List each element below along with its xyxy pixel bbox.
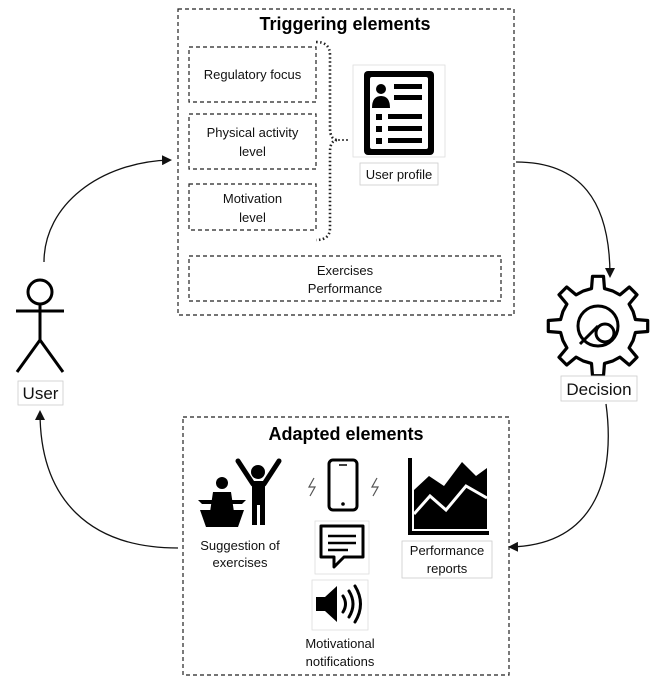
performance-label: Performance xyxy=(308,281,382,296)
smartphone-icon xyxy=(307,458,380,512)
motivational-label-line2: notifications xyxy=(306,654,375,669)
arrow-triggering-to-decision xyxy=(515,161,615,278)
user-profile-label: User profile xyxy=(366,167,432,182)
exercise-people-icon xyxy=(198,458,282,527)
grouping-bracket xyxy=(315,40,350,242)
arrow-user-to-triggering xyxy=(43,155,172,263)
physical-activity-label-line2: level xyxy=(239,144,266,159)
physical-activity-box: Physical activity level xyxy=(188,113,317,170)
exercises-performance-box: Exercises Performance xyxy=(188,255,502,302)
user-stick-figure-icon xyxy=(15,278,65,373)
motivation-box: Motivation level xyxy=(188,183,317,231)
speaker-icon xyxy=(311,579,369,631)
adapted-title: Adapted elements xyxy=(268,424,423,444)
suggestion-label-line2: exercises xyxy=(213,555,268,570)
adapted-panel-border xyxy=(182,416,510,676)
exercises-label: Exercises xyxy=(317,263,374,278)
regulatory-focus-label: Regulatory focus xyxy=(204,67,302,82)
triggering-elements-panel: Triggering elements Regulatory focus Phy… xyxy=(177,8,515,316)
motivation-label-line1: Motivation xyxy=(223,191,282,206)
decision-label: Decision xyxy=(566,380,631,399)
performance-reports-label-line1: Performance xyxy=(410,543,484,558)
regulatory-focus-box: Regulatory focus xyxy=(188,46,317,103)
chat-message-icon xyxy=(314,520,370,575)
user-label: User xyxy=(23,384,59,403)
triggering-panel-border xyxy=(177,8,515,316)
motivational-label-line1: Motivational xyxy=(305,636,374,651)
physical-activity-label-line1: Physical activity xyxy=(207,125,299,140)
triggering-title: Triggering elements xyxy=(259,14,430,34)
adapted-elements-panel: Adapted elements Suggestion of exercises xyxy=(182,416,510,676)
area-chart-icon xyxy=(408,458,489,535)
arrow-adapted-to-user xyxy=(35,410,179,549)
arrow-decision-to-adapted xyxy=(508,403,609,552)
performance-reports-label-line2: reports xyxy=(427,561,468,576)
user-profile-icon xyxy=(352,64,446,158)
suggestion-label-line1: Suggestion of xyxy=(200,538,280,553)
decision-gear-icon xyxy=(546,274,650,378)
motivation-label-line2: level xyxy=(239,210,266,225)
